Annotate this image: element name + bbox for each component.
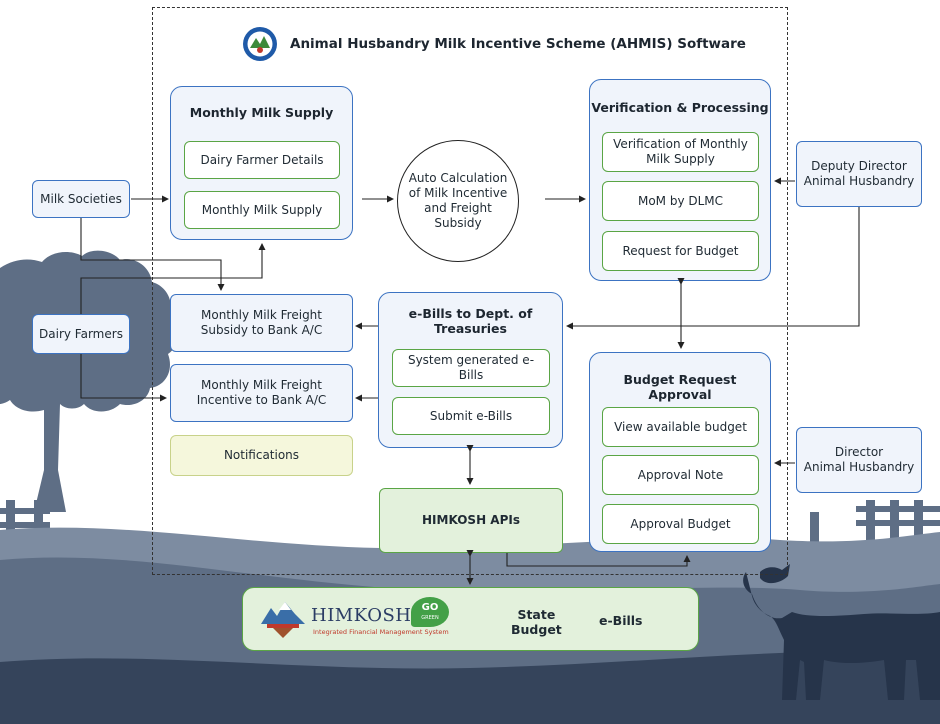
- left-fence: [0, 500, 50, 542]
- budget-approval-title: Budget Request Approval: [623, 372, 737, 402]
- right-fence: [810, 500, 940, 548]
- himkosh-bar: HIMKOSH Integrated Financial Management …: [242, 587, 699, 651]
- freight-incentive-node[interactable]: Monthly Milk Freight Incentive to Bank A…: [170, 364, 353, 422]
- freight-subsidy-line-1: Monthly Milk Freight: [201, 308, 322, 322]
- monthly-supply-title: Monthly Milk Supply: [189, 105, 334, 120]
- request-budget-button[interactable]: Request for Budget: [602, 231, 759, 271]
- freight-incentive-line-2: Incentive to Bank A/C: [196, 393, 327, 407]
- page-title: Animal Husbandry Milk Incentive Scheme (…: [290, 36, 746, 52]
- state-budget-label: State Budget: [511, 607, 562, 637]
- ebills-title-line-2: Treasuries: [434, 321, 507, 336]
- ebills-panel: e-Bills to Dept. of Treasuries System ge…: [378, 292, 563, 448]
- approval-note-button[interactable]: Approval Note: [602, 455, 759, 495]
- verification-item-line-2: Milk Supply: [646, 152, 715, 166]
- monthly-supply-panel: Monthly Milk Supply Dairy Farmer Details…: [170, 86, 353, 240]
- notifications-node[interactable]: Notifications: [170, 435, 353, 476]
- freight-subsidy-line-2: Subsidy to Bank A/C: [200, 323, 323, 337]
- freight-incentive-line-1: Monthly Milk Freight: [201, 378, 322, 392]
- verification-item-line-1: Verification of Monthly: [613, 137, 748, 151]
- auto-calc-line-4: Subsidy: [434, 216, 482, 230]
- go-text: GO: [421, 602, 439, 613]
- himkosh-logo-text: HIMKOSH: [311, 605, 412, 626]
- deputy-director-line-1: Deputy Director: [811, 159, 907, 173]
- submit-ebills-button[interactable]: Submit e-Bills: [392, 397, 550, 435]
- verification-panel: Verification & Processing Verification o…: [589, 79, 771, 281]
- header: Animal Husbandry Milk Incentive Scheme (…: [242, 26, 762, 62]
- go-green-icon: GO GREEN: [411, 597, 449, 627]
- ebills-label: e-Bills: [599, 613, 643, 628]
- auto-calc-line-3: and Freight: [424, 201, 492, 215]
- mom-dlmc-button[interactable]: MoM by DLMC: [602, 181, 759, 221]
- milk-societies-node[interactable]: Milk Societies: [32, 180, 130, 218]
- director-node[interactable]: Director Animal Husbandry: [796, 427, 922, 493]
- ebills-title-line-1: e-Bills to Dept. of: [408, 306, 533, 321]
- deputy-director-line-2: Animal Husbandry: [803, 174, 915, 188]
- auto-calc-line-1: Auto Calculation: [408, 171, 508, 185]
- monthly-milk-supply-button[interactable]: Monthly Milk Supply: [184, 191, 340, 229]
- ahmis-logo-icon: [243, 27, 277, 61]
- go-sub-text: GREEN: [421, 615, 439, 621]
- director-line-2: Animal Husbandry: [803, 460, 915, 474]
- view-budget-button[interactable]: View available budget: [602, 407, 759, 447]
- budget-approval-panel: Budget Request Approval View available b…: [589, 352, 771, 552]
- deputy-director-node[interactable]: Deputy Director Animal Husbandry: [796, 141, 922, 207]
- approval-budget-button[interactable]: Approval Budget: [602, 504, 759, 544]
- dairy-farmers-node[interactable]: Dairy Farmers: [32, 314, 130, 354]
- himkosh-logo-subtitle: Integrated Financial Management System: [313, 628, 449, 636]
- cow-silhouette: [743, 564, 940, 700]
- himkosh-emblem-icon: [259, 596, 307, 642]
- system-generated-ebills-button[interactable]: System generated e-Bills: [392, 349, 550, 387]
- dairy-farmer-details-button[interactable]: Dairy Farmer Details: [184, 141, 340, 179]
- director-line-1: Director: [834, 445, 884, 459]
- ground-front: [0, 650, 940, 724]
- state-budget-line-1: State: [517, 607, 556, 622]
- auto-calc-line-2: of Milk Incentive: [408, 186, 508, 200]
- himkosh-apis-node[interactable]: HIMKOSH APIs: [379, 488, 563, 553]
- verification-title: Verification & Processing: [591, 100, 769, 115]
- state-budget-line-2: Budget: [511, 622, 562, 637]
- auto-calculation-node: Auto Calculation of Milk Incentive and F…: [397, 140, 519, 262]
- verification-monthly-supply-button[interactable]: Verification of Monthly Milk Supply: [602, 132, 759, 172]
- freight-subsidy-node[interactable]: Monthly Milk Freight Subsidy to Bank A/C: [170, 294, 353, 352]
